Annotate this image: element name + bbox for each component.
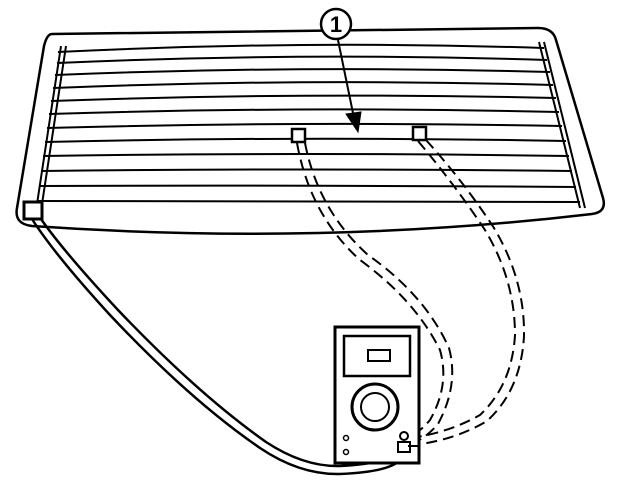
jack-1: [342, 434, 350, 442]
multimeter-display: [367, 349, 391, 362]
rear-window-glass: [15, 26, 606, 235]
jack-2: [342, 448, 350, 456]
right-bus-bar-outer: [538, 41, 581, 209]
left-probe-lead-b: [304, 142, 454, 445]
callout-circle: [319, 7, 353, 41]
callout-arrowhead: [345, 111, 362, 134]
multimeter: [333, 325, 421, 465]
grid-line: [56, 55, 548, 64]
bus-bars: [36, 41, 586, 209]
callout-1: 1: [319, 7, 362, 134]
grid-line: [36, 200, 581, 203]
right-bus-bar-inner: [543, 41, 586, 209]
grid-line: [52, 81, 554, 89]
defroster-grid-lines: [36, 43, 581, 203]
grid-line: [50, 94, 557, 102]
probe-tip-left: [290, 127, 307, 144]
right-probe-lead-a: [411, 140, 517, 439]
left-bus-bar-outer: [36, 45, 62, 205]
selector-dial-inner: [360, 392, 390, 422]
callout-number: 1: [330, 12, 342, 37]
grid-line: [57, 43, 545, 53]
left-terminal-connector: [22, 200, 44, 221]
probe-jack: [399, 431, 409, 441]
grid-line: [40, 168, 573, 172]
left-terminal: [22, 200, 44, 221]
grid-line: [42, 153, 570, 157]
probe-tip-right: [411, 125, 428, 142]
right-probe-lead-b: [413, 139, 526, 446]
rear-window-glass-outline: [15, 26, 606, 235]
grid-line: [54, 68, 551, 76]
left-probe-lead-a: [296, 142, 445, 439]
grid-line: [46, 122, 563, 129]
callout-leader-line: [337, 39, 355, 119]
dashed-test-leads: [296, 139, 526, 446]
grid-line: [48, 108, 560, 115]
left-bus-bar-inner: [41, 45, 67, 205]
grid-line: [38, 184, 577, 188]
test-probes: [290, 125, 428, 144]
